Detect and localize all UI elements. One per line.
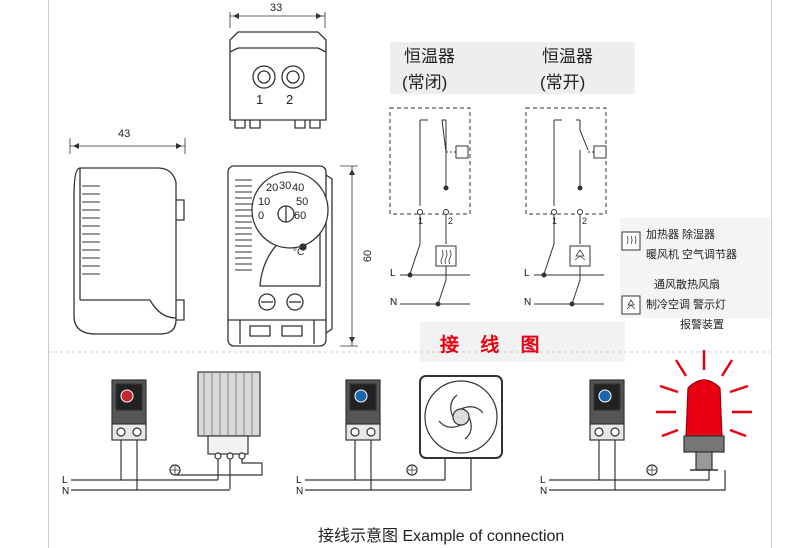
app2-line-label: L (296, 475, 302, 486)
no-terminal-2: 2 (582, 216, 588, 226)
app-heater (71, 371, 263, 491)
app-beacon (549, 350, 752, 491)
app3-neutral-label: N (540, 486, 548, 497)
nc-terminal-2: 2 (448, 216, 454, 226)
legend-heater: 加热器 除湿器 (646, 229, 716, 241)
dial-20: 20 (266, 182, 279, 194)
app1-line-label: L (62, 475, 68, 486)
app1-neutral-label: N (62, 486, 70, 497)
thermostat-no-subtitle: (常开) (540, 73, 586, 92)
legend-heater-2: 暖风机 空气调节器 (646, 249, 738, 261)
thermostat-nc-subtitle: (常闭) (402, 73, 448, 92)
thermostat-nc-title: 恒温器 (404, 47, 455, 66)
side-view-housing (69, 138, 186, 335)
no-terminal-1: 1 (552, 216, 558, 226)
nc-line-label: L (390, 268, 396, 279)
schematic-no (525, 107, 607, 307)
top-panel-bg (390, 42, 635, 94)
dial-40: 40 (292, 182, 305, 194)
dial-30: 30 (279, 180, 292, 192)
nc-terminal-1: 1 (418, 216, 424, 226)
no-neutral-label: N (524, 297, 532, 308)
side-width-label: 43 (118, 128, 131, 140)
top-width-label: 33 (270, 2, 283, 14)
legend-icons (621, 231, 641, 315)
app-fan (305, 375, 503, 491)
center-title: 接 线 图 (440, 335, 548, 356)
dial-0: 0 (258, 210, 265, 222)
top-view-housing (229, 12, 327, 129)
thermostat-no-title: 恒温器 (542, 47, 593, 66)
dial-unit: °C (293, 247, 305, 258)
center-title-bg (420, 322, 625, 362)
dial-10: 10 (258, 196, 271, 208)
nc-neutral-label: N (390, 297, 398, 308)
top-terminal-2: 2 (286, 92, 294, 107)
front-view-housing (227, 165, 333, 347)
schematic-nc (389, 107, 471, 307)
app2-neutral-label: N (296, 486, 304, 497)
legend-fan: 通风散热风扇 (654, 279, 720, 291)
connection-caption: 接线示意图 Example of connection (318, 528, 565, 545)
top-terminal-1: 1 (256, 92, 264, 107)
dial-60: 60 (294, 210, 307, 222)
app3-line-label: L (540, 475, 546, 486)
no-line-label: L (524, 268, 530, 279)
legend-fan-3: 报警装置 (680, 319, 724, 331)
height-dimension (340, 165, 358, 347)
dial-50: 50 (296, 196, 309, 208)
legend-panel-bg (620, 218, 770, 318)
legend-fan-2: 制冷空调 警示灯 (646, 299, 727, 311)
height-label: 60 (362, 249, 375, 263)
